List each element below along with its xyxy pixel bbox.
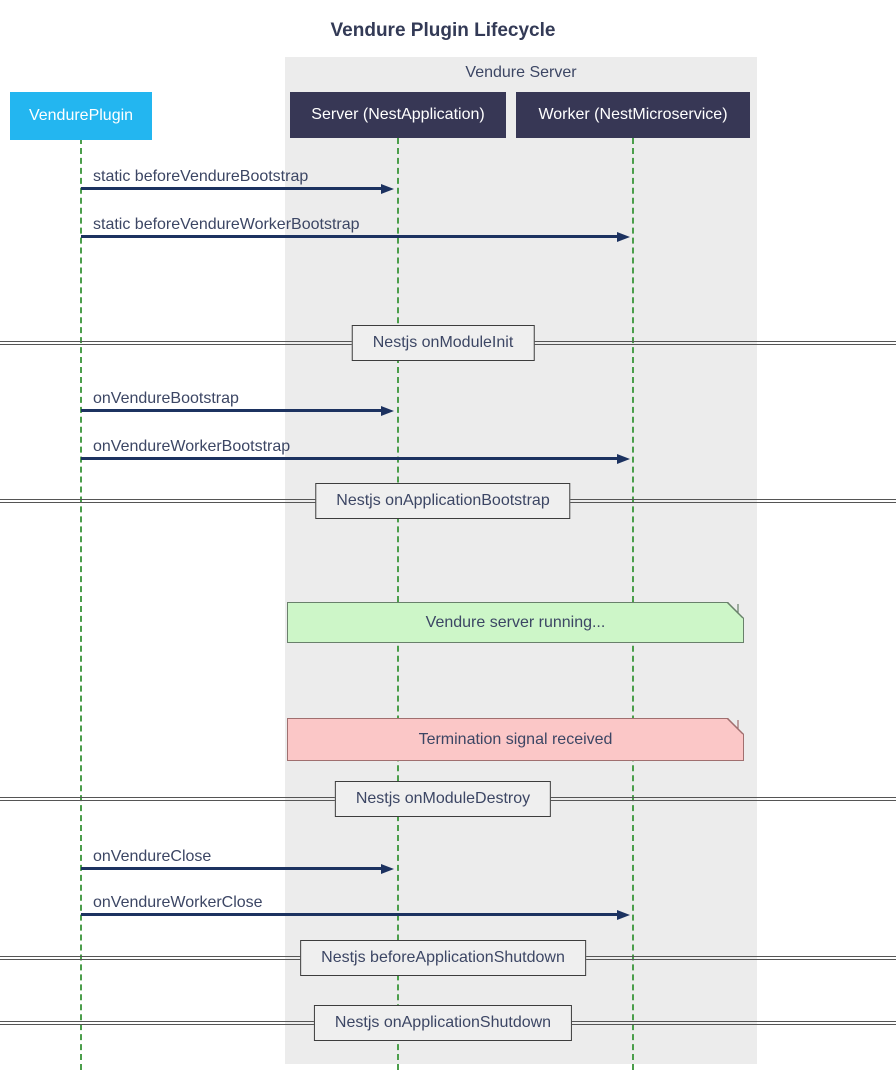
arrowhead-icon <box>381 406 394 416</box>
arrowhead-icon <box>617 910 630 920</box>
divider-box-on-application-shutdown: Nestjs onApplicationShutdown <box>313 1005 573 1041</box>
message-arrow-line <box>81 409 382 412</box>
note-vendure-server-running: Vendure server running... <box>287 602 744 643</box>
participant-label: VendurePlugin <box>28 107 134 124</box>
note-termination-signal: Termination signal received <box>287 718 744 761</box>
lifeline-vendure-plugin <box>80 138 82 1070</box>
note-fold-icon <box>727 718 744 735</box>
message-arrow-line <box>81 187 382 190</box>
message-label-on-vendure-bootstrap: onVendureBootstrap <box>93 390 239 407</box>
vendure-server-group-box <box>285 57 757 1064</box>
arrowhead-icon <box>617 454 630 464</box>
message-arrow-line <box>81 235 618 238</box>
message-label-static-before-vendure-worker-bootstrap: static beforeVendureWorkerBootstrap <box>93 216 360 233</box>
note-text: Vendure server running... <box>425 613 606 631</box>
participant-worker: Worker (NestMicroservice) <box>516 92 750 138</box>
note-text: Termination signal received <box>418 730 613 748</box>
divider-box-on-application-bootstrap: Nestjs onApplicationBootstrap <box>315 483 571 519</box>
message-arrow-line <box>81 457 618 460</box>
participant-server: Server (NestApplication) <box>290 92 506 138</box>
divider-box-before-application-shutdown: Nestjs beforeApplicationShutdown <box>300 940 586 976</box>
message-label-on-vendure-worker-close: onVendureWorkerClose <box>93 894 263 911</box>
participant-label: Server (NestApplication) <box>311 106 485 123</box>
message-label-on-vendure-close: onVendureClose <box>93 848 212 865</box>
diagram-title: Vendure Plugin Lifecycle <box>330 20 556 41</box>
arrowhead-icon <box>617 232 630 242</box>
participant-vendure-plugin: VendurePlugin <box>10 92 152 140</box>
arrowhead-icon <box>381 184 394 194</box>
message-label-static-before-vendure-bootstrap: static beforeVendureBootstrap <box>93 168 309 185</box>
note-fold-icon <box>727 602 744 619</box>
message-arrow-line <box>81 913 618 916</box>
message-arrow-line <box>81 867 382 870</box>
message-label-on-vendure-worker-bootstrap: onVendureWorkerBootstrap <box>93 438 291 455</box>
arrowhead-icon <box>381 864 394 874</box>
participant-label: Worker (NestMicroservice) <box>538 106 728 123</box>
divider-box-on-module-destroy: Nestjs onModuleDestroy <box>334 781 552 817</box>
vendure-server-group-label: Vendure Server <box>465 64 577 81</box>
divider-box-on-module-init: Nestjs onModuleInit <box>351 325 535 361</box>
